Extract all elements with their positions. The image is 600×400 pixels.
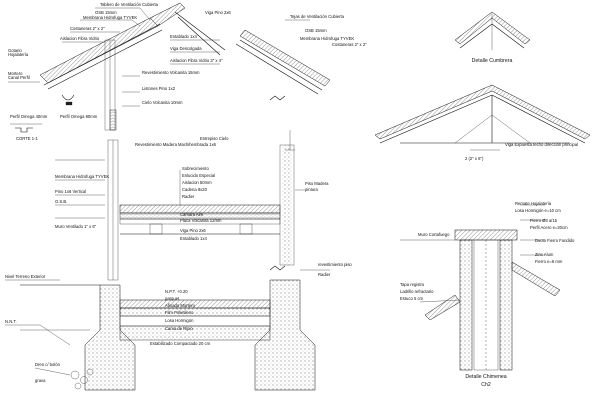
floor-left-4: Muro Ventilado 1" x 6": [55, 224, 97, 229]
found-left-1: N.N.T.: [5, 319, 17, 324]
center-label-1: Entablado 1x4: [170, 34, 197, 39]
chimney-label-1: Remate Hojalatería: [515, 201, 552, 206]
floor-left-3: O.S.B.: [55, 199, 67, 204]
floor-center-7: Viga Pino 2x6: [180, 228, 206, 233]
floor-left-1: Membrana Hidrofuga TYVEK: [55, 174, 109, 179]
truss-label-1: 2 (2" x 6"): [465, 156, 484, 161]
found-center-1: parquet: [165, 296, 180, 301]
floor-center-3: Cadena 8x20: [182, 187, 208, 192]
chimney-label-8: Tapa registro: [400, 282, 425, 287]
eave-side-3: Canal Perfil: [8, 75, 30, 80]
chimney-label-2: Losa Hormigón e=10 cm: [515, 208, 561, 213]
floor-right-1: pintura: [305, 187, 318, 192]
chimney-label-4: Perfil Acero e=20cm: [530, 225, 568, 230]
eave-bottom-1: Perfil Omega 80mm: [60, 114, 98, 119]
floor-center-5: Cámara Aire: [180, 212, 204, 217]
vent-label-3: Costaneras 2" x 2": [332, 42, 367, 47]
floor-section: Revestimiento Madera Machihembrada 1x6 M…: [55, 95, 329, 281]
center-label-6: Cielo Volcanita 10mm: [142, 100, 183, 105]
center-label-3: Aislacion Fibra Vidrio 3" x 4": [170, 58, 223, 63]
found-center-6: Estabilizado Compactado 20 cm: [150, 341, 211, 346]
chimney-label-3: Fierro Ø8 a/15: [530, 218, 558, 223]
eave-label-3: Costaneras 2" x 2": [70, 26, 105, 31]
eave-label-1: OSB 15mm: [95, 10, 117, 15]
center-label-5: Listones Pino 1x2: [142, 86, 176, 91]
floor-center-0: Sobrecimiento: [182, 166, 209, 171]
center-label-0: Viga Pino 2x6: [205, 10, 231, 15]
floor-center-2: Aislacion 50mm: [182, 180, 212, 185]
eave-label-2: Membrana Hidrofuga TYVEK: [83, 15, 137, 20]
vent-label-0: Tejas de Ventilación Cubierta: [290, 14, 345, 19]
floor-center-6: Placa Volcanita 12mm: [180, 218, 222, 223]
eave-bottom-0: Perfil Omega 40mm: [10, 114, 48, 119]
ridge-title: Detalle Cumbrera: [472, 58, 513, 64]
vent-label-2: Membrana Hidrofuga TYVEK: [300, 36, 354, 41]
found-left-2: Dren c/ bolón: [35, 362, 61, 367]
foundation-section: Nivel Terreno Exterior N.N.T. Dren c/ bo…: [5, 262, 352, 391]
floor-center-9: Entrepiso Cielo: [200, 136, 229, 141]
gutter: [65, 101, 73, 106]
roof-eave-detail: Tablero de Ventilación Cubierta OSB 15mm…: [8, 2, 231, 141]
chimney-title: Detalle Chimenea: [465, 374, 506, 380]
chimney-label-7: Fierro e=6 mm: [535, 259, 563, 264]
found-right-1: Radier: [318, 272, 331, 277]
found-center-0: N.P.T. +0.20: [165, 289, 188, 294]
chimney-label-5: Ducto Fierro Fundido: [535, 238, 575, 243]
roof-vent-detail: Tejas de Ventilación Cubierta OSB 15mm M…: [235, 14, 367, 95]
eave-label-0: Tablero de Ventilación Cubierta: [100, 2, 159, 7]
center-label-4: Revestimiento Volcanita 15mm: [142, 70, 200, 75]
floor-center-8: Entablado 1x4: [180, 236, 207, 241]
chimney-label-9: Ladrillo refractario: [400, 289, 434, 294]
truss-label-0: Viga Expuesta techo dirección principal: [505, 142, 578, 147]
vent-label-1: OSB 15mm: [305, 28, 327, 33]
chimney-label-10: Estuco 5 cm: [400, 296, 424, 301]
found-left-0: Nivel Terreno Exterior: [5, 274, 46, 279]
found-center-4: Losa Hormigón: [165, 318, 194, 323]
chimney-label-6: Zinc Alum: [535, 252, 554, 257]
chimney-subtitle: Ch2: [481, 382, 491, 388]
section-label-1-1: CORTE 1-1: [16, 136, 38, 141]
ridge-detail: Detalle Cumbrera: [454, 11, 531, 64]
floor-left-0: Revestimiento Madera Machihembrada 1x6: [135, 142, 217, 147]
floor-center-4: Radier: [182, 194, 195, 199]
floor-center-1: Enlucido Especial: [182, 173, 215, 178]
found-center-3: Film Polietileno: [165, 310, 194, 315]
chimney-label-0: Muro Cortafuego: [418, 232, 450, 237]
found-left-3: grava: [35, 378, 46, 383]
truss-detail: Viga Expuesta techo dirección principal …: [374, 84, 591, 161]
chimney-detail: Muro Cortafuego Remate Hojalatería Losa …: [400, 201, 575, 388]
found-center-5: Cama de Ripio: [165, 326, 193, 331]
eave-side-2: Mortero: [8, 71, 23, 76]
floor-right-0: Piso Madera: [305, 181, 329, 186]
floor-left-2: Pino 1x6 Vertical: [55, 189, 86, 194]
found-right-0: revestimiento piso: [318, 262, 352, 267]
center-label-2: Viga Descolgada: [170, 46, 202, 51]
eave-side-0: Gotario: [8, 48, 22, 53]
eave-label-4: Aislacion Fibra Vidrio: [60, 36, 100, 41]
found-center-2: Afinado Mortero: [165, 303, 195, 308]
eave-side-1: Hojalatería: [8, 52, 29, 57]
